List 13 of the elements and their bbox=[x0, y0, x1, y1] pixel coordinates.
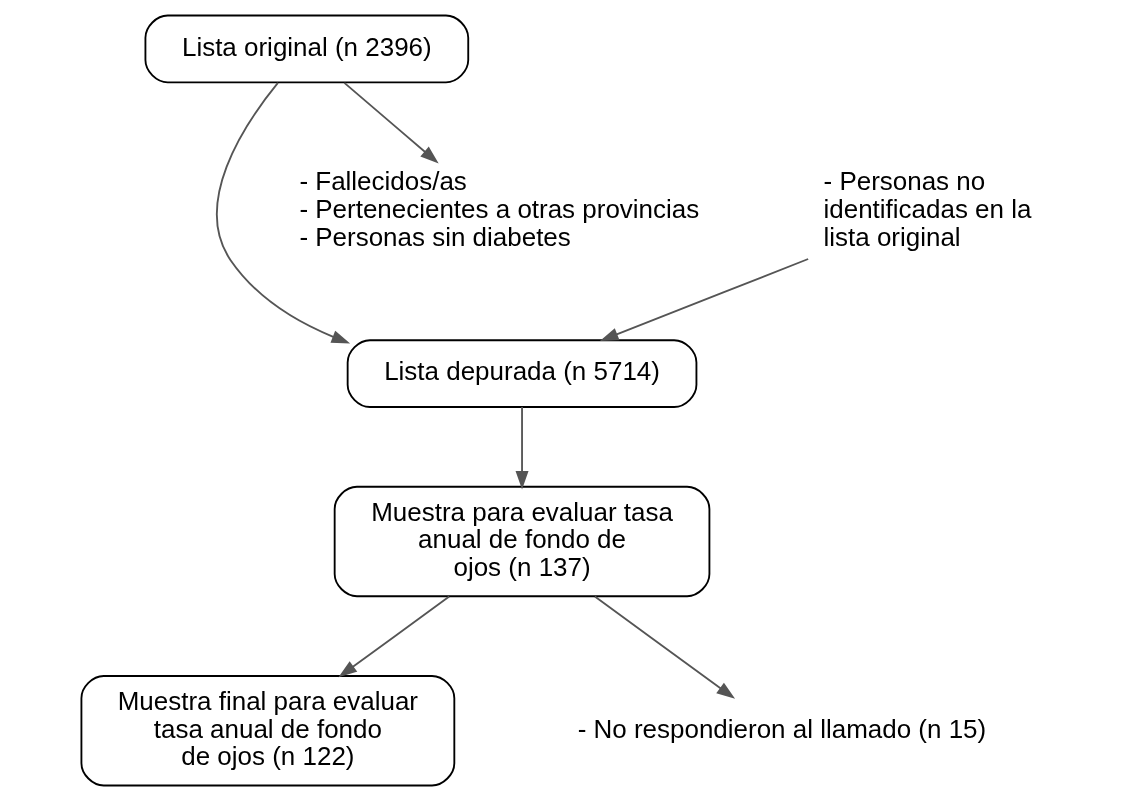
node-text: - Fallecidos/as - Pertenecientes a otras provincias - Personas sin diabetes bbox=[299, 166, 700, 252]
node-box: Lista depurada (n 5714) bbox=[346, 339, 698, 408]
arrow bbox=[215, 82, 351, 344]
node-box: Muestra para evaluar tasa anual de fondo de ojos (n 137) bbox=[333, 485, 711, 598]
arrow bbox=[515, 406, 529, 490]
node-text: - Personas no identificadas en la lista original bbox=[823, 166, 1032, 252]
node-text: - No respondieron al llamado (n 15) bbox=[577, 713, 987, 744]
node-box: Muestra final para evaluar tasa anual de fondo de ojos (n 122) bbox=[80, 675, 456, 787]
arrow bbox=[599, 258, 810, 342]
arrow bbox=[338, 595, 451, 678]
arrow bbox=[593, 595, 736, 699]
node-box: Lista original (n 2396) bbox=[144, 14, 470, 84]
arrow bbox=[343, 81, 439, 164]
